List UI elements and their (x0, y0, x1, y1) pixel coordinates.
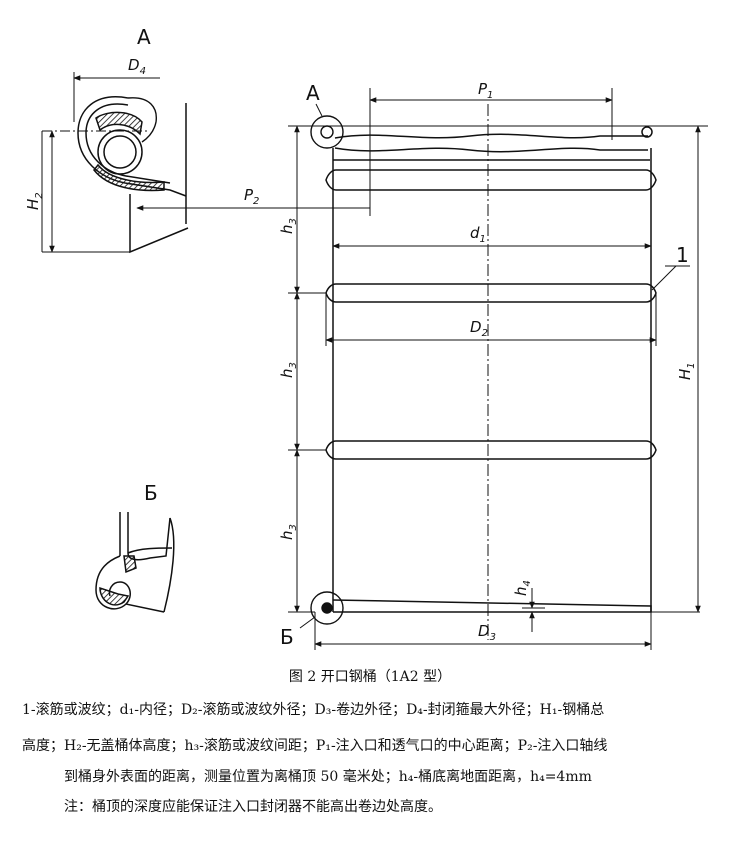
callout-b: Б (280, 625, 294, 649)
dim-h4-label: h4 (512, 580, 533, 596)
drum-dimensions: P1 d1 D2 D3 h3 h3 h3 H1 h4 (278, 80, 708, 650)
figure-caption: 图 2 开口钢桶（1A2 型） (288, 669, 452, 685)
detail-b-title: Б (144, 481, 158, 505)
dim-h3-bot-label: h3 (278, 524, 299, 540)
legend-note: 注：桶顶的深度应能保证注入口封闭器不能高出卷边处高度。 (64, 799, 442, 815)
dim-p1-label: P1 (478, 80, 493, 101)
dim-h1-label: H1 (676, 362, 697, 380)
dim-h3-top-label: h3 (278, 218, 299, 234)
dim-d3-label: D3 (478, 622, 496, 643)
legend-line-2: 高度；H₂-无盖桶体高度；h₃-滚筋或波纹间距；P₁-注入口和透气口的中心距离；… (22, 738, 608, 754)
detail-b: Б (95, 481, 175, 613)
legend-line-1: 1-滚筋或波纹；d₁-内径；D₂-滚筋或波纹外径；D₃-卷边外径；D₄-封闭箍最… (22, 702, 605, 718)
dim-p2-label: P2 (244, 186, 259, 207)
callout-a: A (306, 81, 320, 105)
detail-a: A D4 H2 P2 (24, 25, 370, 254)
dim-h2-label: H2 (24, 192, 45, 210)
drum-body: A Б (280, 81, 700, 649)
dim-d4-label: D4 (128, 56, 146, 77)
dim-d1-label: d1 (470, 224, 486, 245)
legend-line-3: 到桶身外表面的距离，测量位置为离桶顶 50 毫米处；h₄-桶底离地面距离，h₄=… (64, 769, 592, 785)
dim-d2-label: D2 (470, 318, 488, 339)
dim-h3-mid-label: h3 (278, 362, 299, 378)
technical-drawing: A D4 H2 P2 Б (24, 25, 708, 650)
part-1-label: 1 (676, 243, 689, 267)
detail-a-title: A (137, 25, 151, 49)
